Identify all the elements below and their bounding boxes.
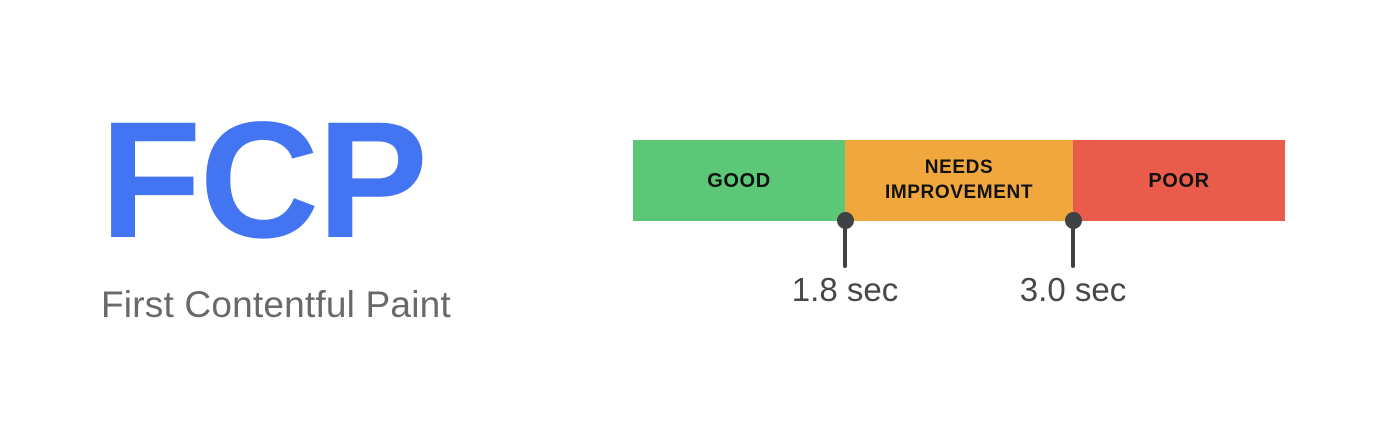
segment-needs-improvement: NEEDS IMPROVEMENT [845, 140, 1073, 221]
segment-good: GOOD [633, 140, 845, 221]
threshold-value-label: 1.8 sec [791, 271, 899, 308]
metric-full-name: First Contentful Paint [101, 284, 451, 325]
threshold-dot-icon [837, 212, 854, 229]
threshold-stem [1071, 221, 1075, 268]
segment-good-label: GOOD [707, 169, 771, 192]
threshold-stem [843, 221, 847, 268]
threshold-dot-icon [1065, 212, 1082, 229]
metric-abbreviation: FCP [100, 88, 428, 273]
segment-poor-label: POOR [1148, 169, 1210, 192]
segment-poor: POOR [1073, 140, 1285, 221]
threshold-scale-chart: GOOD NEEDS IMPROVEMENT POOR 1.8 sec 3.0 … [633, 140, 1285, 350]
threshold-value-label: 3.0 sec [1019, 271, 1127, 308]
threshold-bar: GOOD NEEDS IMPROVEMENT POOR [633, 140, 1285, 221]
segment-needs-improvement-label: NEEDS IMPROVEMENT [884, 156, 1034, 203]
